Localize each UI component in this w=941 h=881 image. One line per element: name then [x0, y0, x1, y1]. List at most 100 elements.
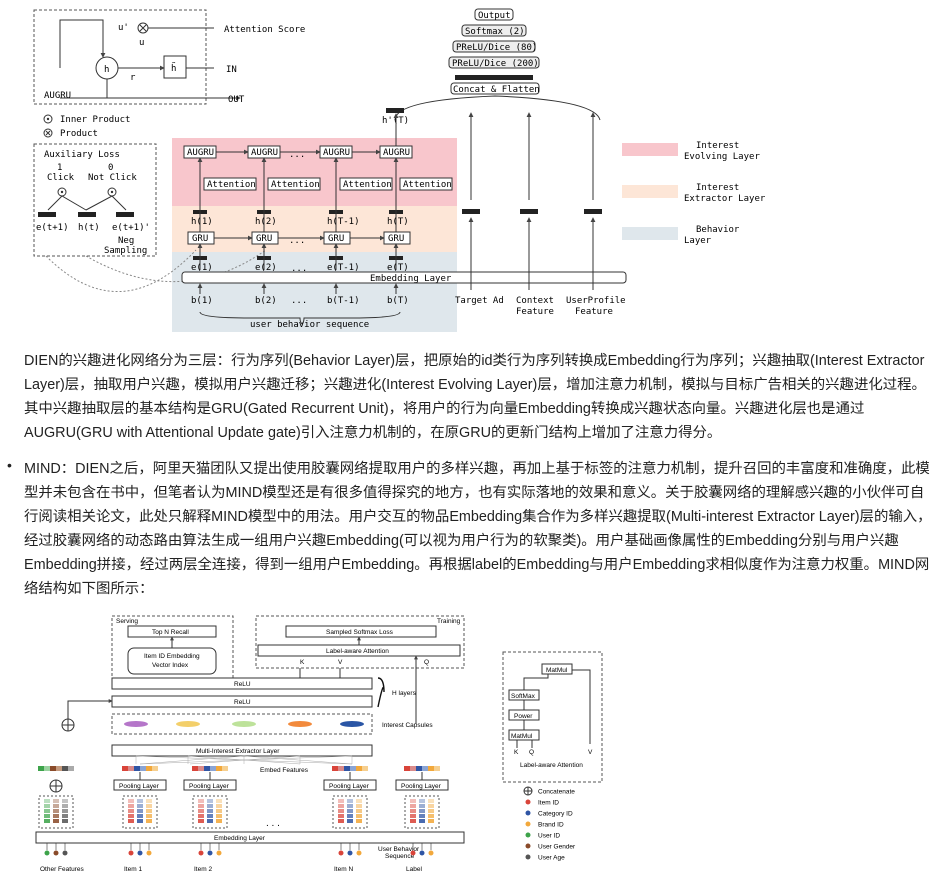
feature-stack-cell — [428, 809, 434, 813]
feature-stack-cell — [356, 814, 362, 818]
h-label: h(2) — [255, 217, 277, 227]
feature-stack-cell — [347, 809, 353, 813]
aux-loss-title: Auxiliary Loss — [44, 150, 120, 160]
attention-node — [203, 177, 257, 191]
feature-stack-cell — [338, 814, 344, 818]
input-dot — [146, 850, 152, 856]
feature-stack-cell — [128, 804, 134, 808]
feature-stack-cell — [62, 799, 68, 803]
feature-stack-cell — [44, 819, 50, 823]
top-n-recall-label: Top N Recall — [152, 629, 189, 636]
legend-label: User ID — [538, 833, 560, 840]
embedding-layer-label: Embedding Layer — [370, 274, 452, 284]
feature-stack-cell — [62, 804, 68, 808]
feature-stack-cell — [419, 814, 425, 818]
behavior-band — [172, 252, 457, 332]
routing-lines — [135, 755, 353, 765]
mind-dots: . . . — [266, 818, 280, 829]
gru-dots: ... — [289, 236, 305, 246]
feature-stack-cell — [44, 814, 50, 818]
userprofile-label-2: Feature — [575, 307, 613, 317]
feature-stack-cell — [347, 819, 353, 823]
feature-stack-cell — [410, 819, 416, 823]
gru-node-label: GRU — [388, 234, 404, 244]
feature-stack-cell — [146, 814, 152, 818]
label-aware-attention-detail-box — [502, 651, 603, 783]
feature-stack-cell — [207, 799, 213, 803]
attention-node-label: Attention — [271, 180, 320, 190]
embed-feature-cell — [146, 766, 152, 771]
prelu80-label: PReLU/Dice (80) — [456, 43, 537, 53]
feature-stack-box — [38, 795, 74, 829]
embed-feature-cell — [56, 766, 62, 771]
layer-legend-swatch — [622, 227, 678, 240]
input-dot — [338, 850, 344, 856]
gru-node-label: GRU — [192, 234, 208, 244]
feature-stack-cell — [410, 804, 416, 808]
item-index-line-2: Vector Index — [152, 662, 189, 669]
label-aware-attention-label: Label-aware Attention — [326, 648, 389, 655]
interest-extractor-band — [172, 206, 457, 252]
feature-stack-cell — [347, 799, 353, 803]
feature-stack-cell — [216, 809, 222, 813]
auxiliary-loss-box — [33, 143, 157, 257]
side-k: K — [514, 749, 519, 756]
feature-stack-cell — [410, 809, 416, 813]
feature-stack-cell — [53, 804, 59, 808]
attention-node-label: Attention — [343, 180, 392, 190]
layer-legend-line2: Extractor Layer — [684, 194, 766, 204]
feature-stack-cell — [216, 819, 222, 823]
feature-stack-cell — [347, 804, 353, 808]
r-label: r — [130, 73, 136, 83]
feature-stack-cell — [410, 799, 416, 803]
feature-stack-cell — [207, 809, 213, 813]
user-behavior-label-2: Sequence — [385, 853, 415, 860]
attention-score-label: Attention Score — [224, 25, 305, 35]
attention-node — [399, 177, 453, 191]
feature-stack-cell — [419, 809, 425, 813]
legend-label: Category ID — [538, 811, 573, 818]
feature-stack-cell — [128, 819, 134, 823]
feature-stack-cell — [428, 819, 434, 823]
relu-bottom-label: ReLU — [234, 699, 251, 706]
b-label: b(1) — [191, 296, 213, 306]
embed-feature-cell — [62, 766, 68, 771]
input-dot — [216, 850, 222, 856]
feature-stack-cell — [128, 799, 134, 803]
embed-feature-cell — [50, 766, 56, 771]
embed-features-row — [38, 766, 440, 771]
augru-box-title: AUGRU — [44, 91, 71, 101]
input-label: Other Features — [40, 866, 84, 873]
inner-product-label: Inner Product — [60, 115, 130, 125]
relu-top — [111, 677, 373, 690]
embedding-layer-box — [181, 271, 627, 284]
mind-embedding-layer-box — [35, 831, 465, 844]
concat-label: Concat & Flatten — [453, 85, 540, 95]
h-tilde-label: h̃ — [171, 62, 176, 74]
top-stack: Output Softmax (2) PReLU/Dice (80) PReLU… — [394, 8, 601, 121]
u-label: u — [139, 38, 144, 48]
feature-stack-cell — [137, 809, 143, 813]
feature-stack-cell — [146, 804, 152, 808]
mind-architecture-figure: Serving Top N Recall Item ID Embedding V… — [35, 615, 603, 873]
attention-node-label: Attention — [403, 180, 452, 190]
embed-feature-cell — [422, 766, 428, 771]
embed-feature-cell — [44, 766, 50, 771]
feature-stack-cell — [62, 814, 68, 818]
feature-stack-cell — [198, 799, 204, 803]
feature-stack-cell — [356, 804, 362, 808]
embed-feature-cell — [210, 766, 216, 771]
feature-stack-cell — [128, 809, 134, 813]
embed-feature-cell — [332, 766, 338, 771]
feature-stack-cell — [62, 819, 68, 823]
feature-stack-cell — [356, 809, 362, 813]
side-features — [462, 112, 602, 290]
feature-stack-cell — [419, 804, 425, 808]
input-dot — [207, 850, 213, 856]
feature-stack-cell — [338, 804, 344, 808]
input-dot — [44, 850, 50, 856]
aux-sampling: Sampling — [104, 246, 147, 256]
out-label: OUT — [228, 95, 245, 105]
v-label: V — [338, 659, 343, 666]
input-label: Item N — [334, 866, 353, 873]
